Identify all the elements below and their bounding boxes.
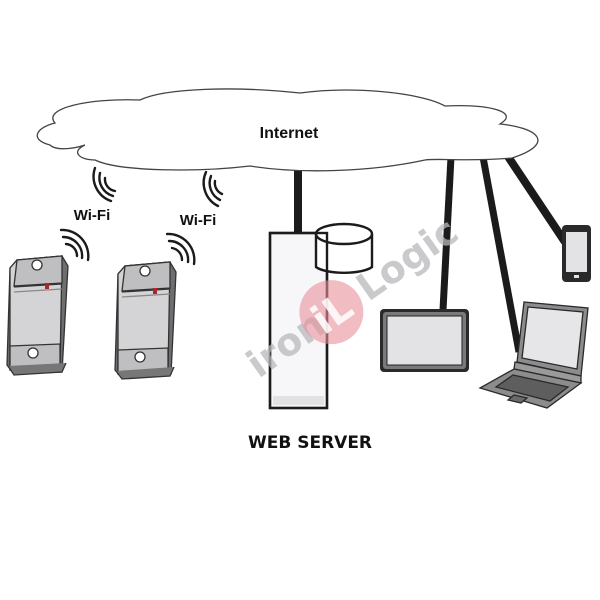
reader-led (153, 288, 157, 294)
connections (294, 152, 569, 353)
reader-top-cap (13, 255, 63, 287)
reader-led (45, 283, 49, 289)
web-server-label: WEB SERVER (248, 433, 372, 453)
wifi-label-2: Wi-Fi (180, 212, 217, 229)
database-icon (314, 222, 374, 274)
watermark-badge (299, 280, 364, 345)
internet-cloud: Internet (36, 88, 539, 172)
wifi-up-icon-2 (202, 170, 224, 208)
laptop-keyboard (494, 374, 570, 402)
wifi-label-1: Wi-Fi (74, 207, 111, 224)
card-reader-2 (114, 261, 177, 380)
wifi-reader-icon-2 (165, 232, 196, 266)
laptop-connection-line (479, 156, 523, 353)
wifi-up-icon-1 (92, 166, 117, 203)
screw-hole-bottom (134, 351, 146, 363)
wifi-signals (59, 166, 224, 266)
laptop-icon (478, 301, 589, 409)
monitor-icon (380, 309, 469, 372)
monitor-connection-line (439, 156, 455, 311)
screw-hole-bottom (27, 347, 39, 359)
screw-hole-top (31, 259, 43, 271)
laptop-touchpad (506, 394, 529, 404)
card-reader-1 (6, 255, 69, 376)
screw-hole-top (139, 265, 151, 277)
wifi-reader-icon-1 (59, 228, 90, 262)
cloud-shape (36, 88, 539, 172)
internet-label: Internet (260, 125, 319, 142)
laptop-screen (521, 306, 584, 370)
phone-connection-line (503, 152, 569, 245)
smartphone-icon (562, 225, 591, 282)
